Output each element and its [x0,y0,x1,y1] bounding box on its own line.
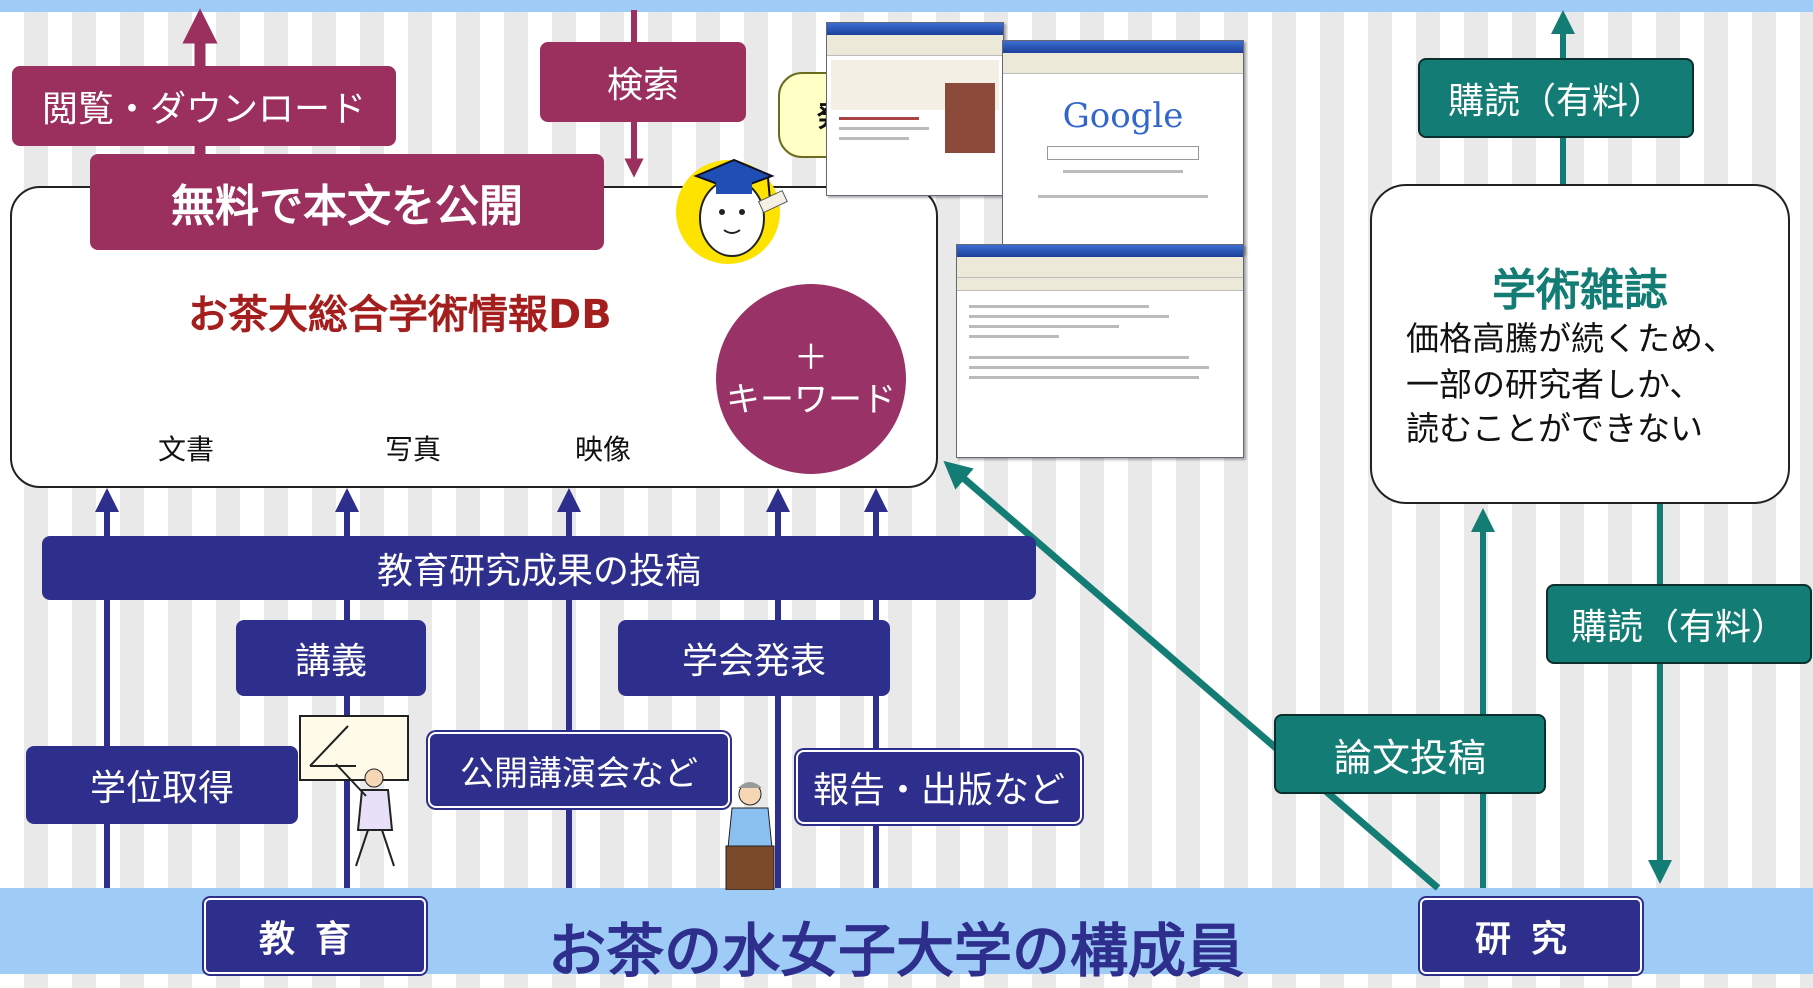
arrow-research-db [943,460,1441,891]
research-label: 研究 [1420,898,1642,974]
public-lecture-label: 公開講演会など [428,732,730,808]
database-title: お茶大総合学術情報DB [188,292,612,338]
lecture-label: 講義 [236,620,426,696]
search-label: 検索 [540,42,746,122]
db-item-photos: 写真 [385,433,442,466]
teacher-presenting-icon [296,706,416,872]
speaker-at-podium-icon [718,778,782,891]
google-logo: Google [1062,96,1184,136]
journal-panel [1370,184,1790,504]
journal-title: 学術雑誌 [1492,265,1668,316]
subscription-top-label: 購読（有料） [1418,58,1694,138]
graduate-character-icon [672,136,792,266]
keyword-label: キーワード [726,380,896,420]
paper-document-screenshot [956,244,1244,458]
journal-line-1: 価格高騰が続くため、 [1406,319,1736,358]
journal-line-3: 読むことができない [1406,409,1703,448]
keyword-circle: ＋ キーワード [716,284,906,474]
journal-line-2: 一部の研究者しか、 [1406,365,1703,404]
db-item-documents: 文書 [158,433,215,466]
publish-free-label: 無料で本文を公開 [90,154,604,250]
browse-download-label: 閲覧・ダウンロード [12,66,396,146]
members-title: お茶の水女子大学の構成員 [547,917,1244,985]
subscription-mid-label: 購読（有料） [1546,584,1812,664]
top-band [0,0,1813,12]
conference-label: 学会発表 [618,620,890,696]
report-publish-label: 報告・出版など [796,750,1082,824]
db-item-video: 映像 [575,433,632,466]
google-screenshot: Google [1002,40,1244,254]
paper-submission-label: 論文投稿 [1274,714,1546,794]
education-label: 教育 [204,898,426,974]
keyword-plus: ＋ [794,337,828,378]
degree-label: 学位取得 [26,746,298,824]
university-site-screenshot [826,22,1004,196]
post-results-label: 教育研究成果の投稿 [42,536,1036,600]
